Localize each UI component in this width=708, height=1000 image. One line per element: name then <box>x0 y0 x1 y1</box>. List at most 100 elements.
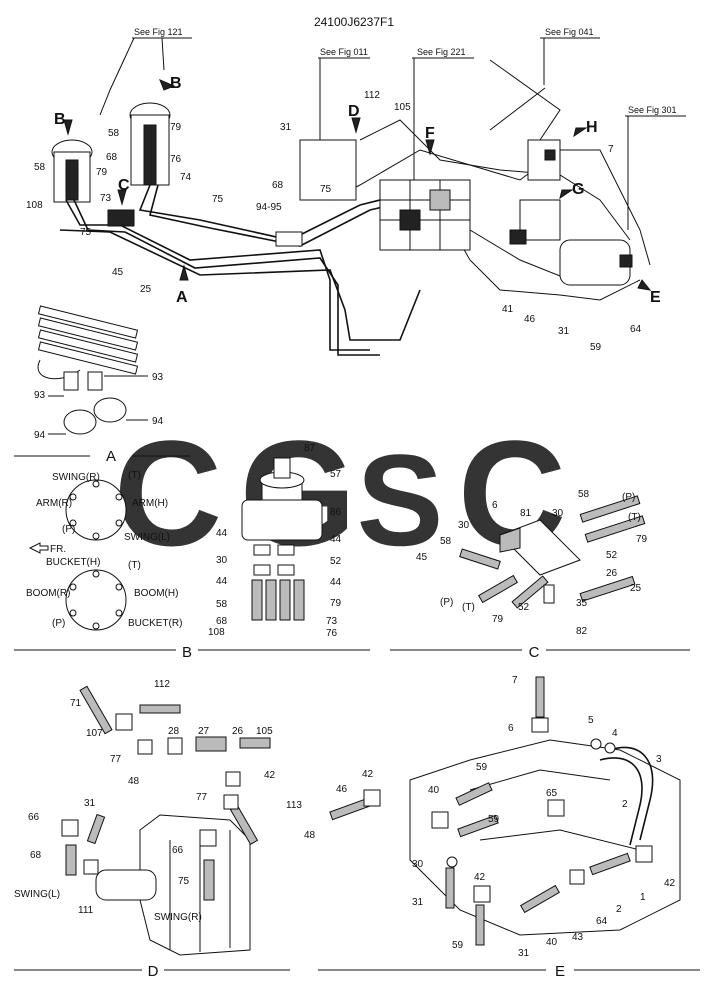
callout: 52 <box>330 556 342 567</box>
label-swing-l: SWING(L) <box>14 889 60 900</box>
callout: 31 <box>412 897 424 908</box>
callout: 26 <box>606 568 618 579</box>
callout: 59 <box>488 814 500 825</box>
callout: 79 <box>330 598 342 609</box>
callout: 42 <box>264 770 276 781</box>
callout: 57 <box>330 469 342 480</box>
callout: 28 <box>168 726 180 737</box>
callout: 108 <box>208 627 225 638</box>
view-e-title: E <box>555 963 565 980</box>
callout: 75 <box>178 876 190 887</box>
label-fr: FR. <box>50 544 66 555</box>
callout: 35 <box>576 598 588 609</box>
callout: 44 <box>216 576 228 587</box>
callout: 6 <box>492 500 498 511</box>
callout: 31 <box>280 122 292 133</box>
port-bucket-r: BUCKET(R) <box>128 618 182 629</box>
callout: 68 <box>30 850 42 861</box>
port-swing-l: SWING(L) <box>124 532 170 543</box>
callout: 31 <box>518 948 530 959</box>
ref-fig-221: See Fig 221 <box>417 47 466 57</box>
callout: 65 <box>546 788 558 799</box>
port-bucket-h: BUCKET(H) <box>46 557 100 568</box>
callout: 111 <box>78 905 94 916</box>
callout: 74 <box>180 172 192 183</box>
view-g-arrow: G <box>572 181 584 198</box>
callout: 112 <box>154 679 170 690</box>
view-c-arrow: C <box>118 177 130 194</box>
callout: 59 <box>476 762 488 773</box>
callout: 2 <box>616 904 622 915</box>
callout: 113 <box>286 800 302 811</box>
callout: 6 <box>508 723 514 734</box>
callout: 112 <box>364 90 380 101</box>
view-b-arrow-1: B <box>170 75 182 92</box>
callout: 48 <box>128 776 140 787</box>
callout: 94-95 <box>256 202 282 213</box>
watermark-letter-3: S <box>357 427 444 573</box>
callout: 93 <box>34 390 46 401</box>
callout: 41 <box>502 304 514 315</box>
callout: 52 <box>606 550 618 561</box>
callout: 107 <box>86 728 103 739</box>
view-d-arrow: D <box>348 103 360 120</box>
view-f-arrow: F <box>425 125 435 142</box>
port-p: (P) <box>62 524 75 535</box>
callout: 30 <box>458 520 470 531</box>
callout: 42 <box>474 872 486 883</box>
view-c: 58 (P) (T) 79 52 26 25 35 82 52 (T) (P) … <box>390 489 690 661</box>
callout: 64 <box>630 324 642 335</box>
view-d-title: D <box>148 963 159 980</box>
callout: (P) <box>440 597 453 608</box>
callout: (T) <box>628 512 641 523</box>
callout: 87 <box>304 443 316 454</box>
callout: 31 <box>84 798 96 809</box>
callout: 26 <box>232 726 244 737</box>
callout: 40 <box>546 937 558 948</box>
callout: 42 <box>362 769 374 780</box>
callout: 73 <box>326 616 338 627</box>
callout: 79 <box>96 167 108 178</box>
callout: 94 <box>152 416 164 427</box>
callout: 81 <box>520 508 532 519</box>
callout: 75 <box>80 227 92 238</box>
callout: 46 <box>336 784 348 795</box>
callout: 58 <box>108 128 120 139</box>
port-swing-r: SWING(R) <box>52 472 100 483</box>
callout: 79 <box>492 614 504 625</box>
port-boom-h: BOOM(H) <box>134 588 178 599</box>
view-a-title: A <box>106 448 116 465</box>
callout: 59 <box>590 342 602 353</box>
callout: 30 <box>552 508 564 519</box>
callout: 45 <box>416 552 428 563</box>
callout: 108 <box>26 200 43 211</box>
callout: 68 <box>106 152 118 163</box>
ref-fig-041: See Fig 041 <box>545 27 594 37</box>
callout: 79 <box>636 534 648 545</box>
view-b-arrow-2: B <box>54 111 66 128</box>
callout: 94 <box>34 430 46 441</box>
callout: 58 <box>578 489 590 500</box>
callout: 75 <box>212 194 224 205</box>
callout: 76 <box>326 628 338 639</box>
view-h-arrow: H <box>586 119 598 136</box>
callout: 77 <box>110 754 122 765</box>
callout: 44 <box>330 534 342 545</box>
callout: 31 <box>558 326 570 337</box>
callout: 52 <box>518 602 530 613</box>
callout: 27 <box>198 726 210 737</box>
callout: 77 <box>196 792 208 803</box>
port-arm-h: ARM(H) <box>132 498 168 509</box>
watermark: C G S C <box>114 409 566 577</box>
callout: 42 <box>664 878 676 889</box>
callout: 46 <box>524 314 536 325</box>
callout: 76 <box>170 154 182 165</box>
callout: 25 <box>140 284 152 295</box>
view-a: 93 93 94 94 A <box>14 305 190 465</box>
callout: 86 <box>330 507 342 518</box>
port-boom-r: BOOM(R) <box>26 588 70 599</box>
label-swing-r: SWING(R) <box>154 912 202 923</box>
callout: 44 <box>330 577 342 588</box>
port-p-2: (P) <box>52 618 65 629</box>
